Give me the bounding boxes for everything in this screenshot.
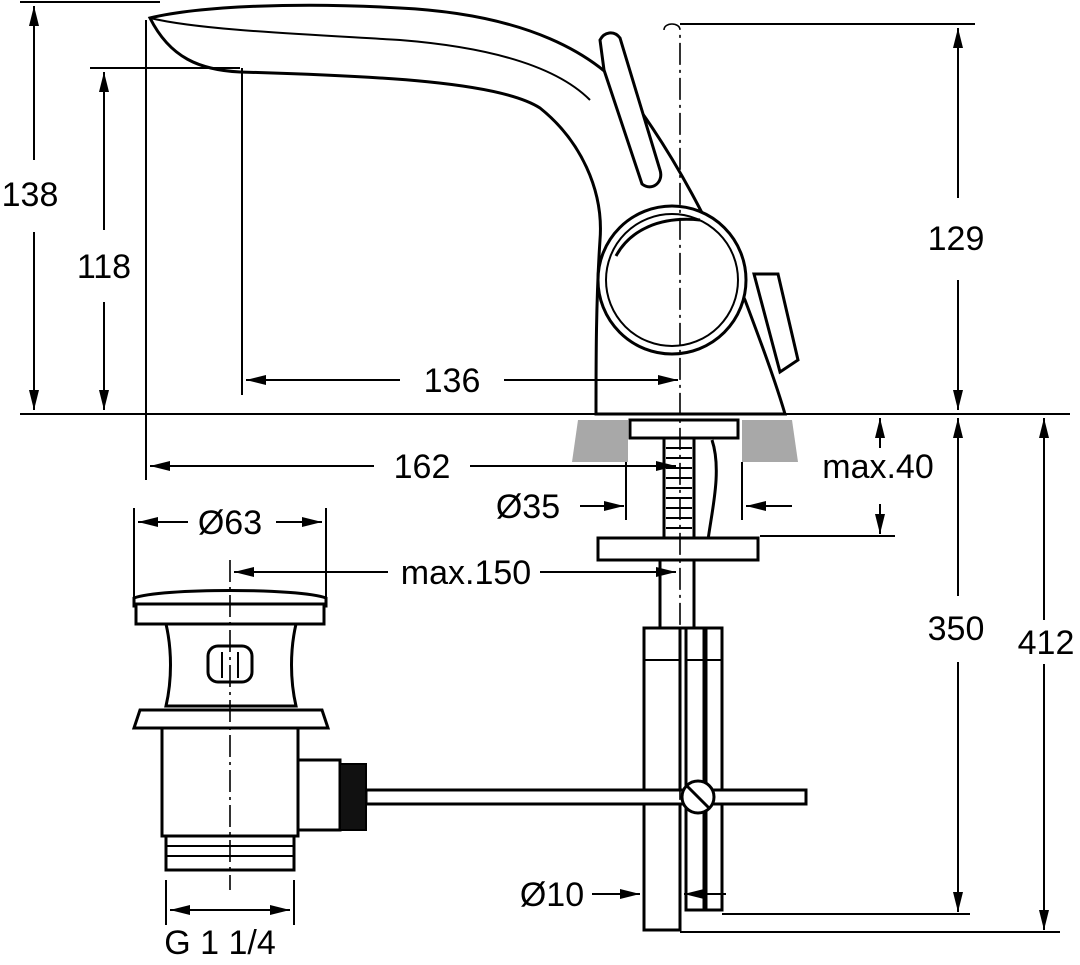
nut: [658, 558, 696, 630]
dim-label-129: 129: [928, 220, 985, 258]
handle-hub: [596, 204, 748, 356]
hose-left: [642, 626, 682, 932]
mounting-bracket: [596, 536, 760, 562]
dim-label-max150: max.150: [401, 554, 531, 592]
extension-lines: [20, 1, 1060, 933]
centerlines: [229, 23, 681, 920]
dim-label-412: 412: [1018, 624, 1075, 662]
dim-label-350: 350: [928, 610, 985, 648]
dim-label-dia63: Ø63: [198, 504, 262, 542]
port-nut: [339, 763, 367, 831]
lever-handle: [598, 31, 663, 189]
countertop: [20, 413, 1070, 462]
base-plate: [628, 418, 740, 440]
waste-drain: [131, 589, 367, 872]
pull-rod-knob: [752, 272, 800, 375]
hub-arc: [614, 217, 701, 257]
side-port: [296, 758, 342, 832]
dim-label-162: 162: [394, 448, 451, 486]
hose-right: [704, 626, 724, 912]
drain-collar: [131, 708, 331, 730]
hose-middle: [684, 626, 706, 912]
shank-thread: [666, 447, 692, 529]
dim-label-thread: G 1 1/4: [164, 924, 276, 960]
dimension-labels: 138 118 136 129 162 max.40 Ø35 Ø63 max.1…: [2, 176, 1075, 962]
dimension-arrows: [29, 6, 1049, 930]
dim-label-dia35: Ø35: [496, 488, 560, 526]
mounting-assembly: [596, 418, 760, 932]
dim-label-max40: max.40: [822, 448, 934, 486]
dim-label-138: 138: [2, 176, 59, 214]
spout-top-curve: [149, 17, 591, 101]
faucet-body: [147, 3, 800, 416]
dim-label-136: 136: [424, 362, 481, 400]
pull-rod: [364, 779, 808, 815]
countertop-left: [572, 420, 628, 462]
horizontal-rod: [364, 788, 808, 806]
hose-curve: [706, 439, 718, 541]
dim-label-dia10: Ø10: [520, 876, 584, 914]
handle-hub-inner: [605, 213, 739, 347]
countertop-right: [742, 420, 798, 462]
dim-label-118: 118: [77, 248, 131, 286]
